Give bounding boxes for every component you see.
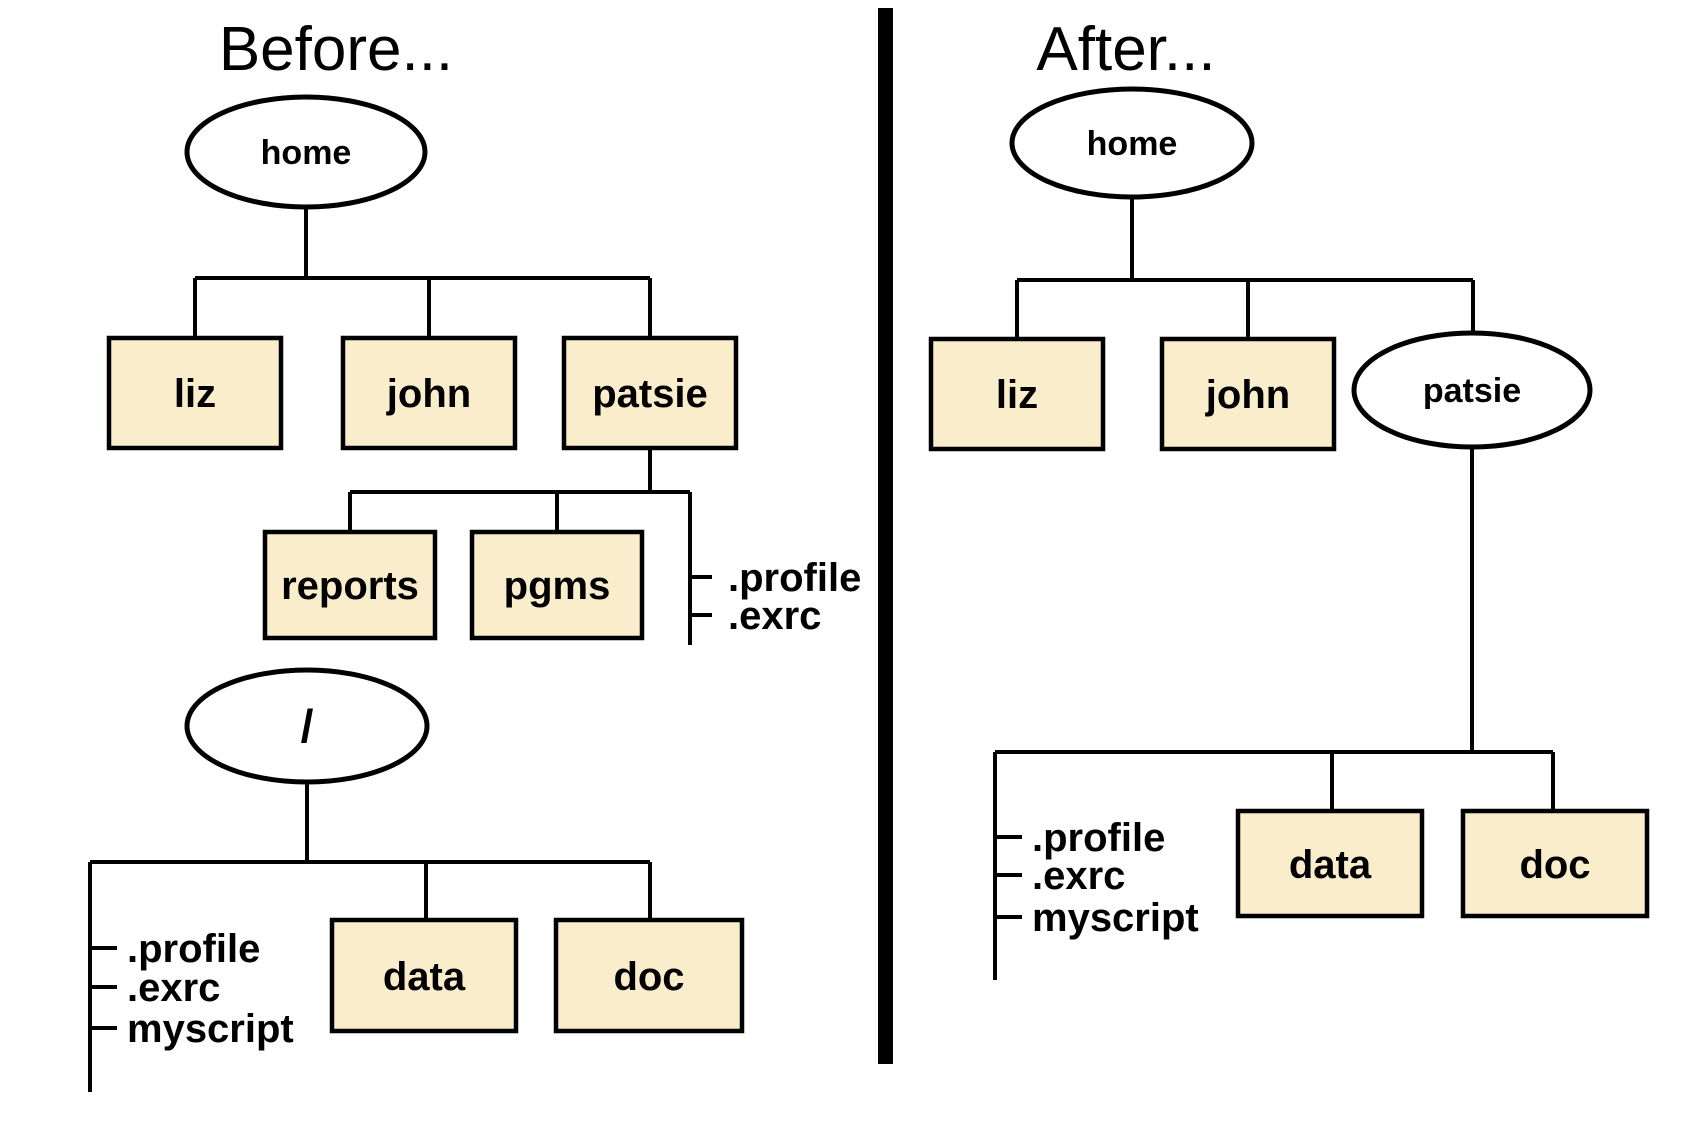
before-panel: Before... home <box>88 15 861 1092</box>
before-john-box <box>340 335 518 451</box>
after-john-node: john <box>1159 336 1337 452</box>
after-liz-node: liz <box>928 336 1106 452</box>
before-pgms-box <box>469 529 645 641</box>
after-patsie-node: patsie <box>1351 330 1593 450</box>
before-root-file-label-1: .exrc <box>127 966 220 1010</box>
before-liz-node: liz <box>106 335 284 451</box>
before-home-ellipse <box>184 94 428 210</box>
after-patsie-files: .profile .exrc myscript <box>1032 816 1199 940</box>
after-patsie-file-label-1: .exrc <box>1032 854 1125 898</box>
before-pgms-node: pgms <box>469 529 645 641</box>
after-patsie-file-label-2: myscript <box>1032 896 1199 940</box>
before-patsie-file-label-0: .profile <box>728 556 861 600</box>
before-patsie-node: patsie <box>561 335 739 451</box>
before-liz-box <box>106 335 284 451</box>
before-john-label: john <box>386 372 471 416</box>
before-root-file-label-0: .profile <box>127 927 260 971</box>
after-doc-label: doc <box>1519 843 1590 887</box>
after-panel: After... home liz <box>928 15 1650 980</box>
after-doc-box <box>1460 808 1650 919</box>
before-patsie-label: patsie <box>592 372 708 416</box>
before-pgms-label: pgms <box>504 564 611 608</box>
before-home-node: home <box>184 94 428 210</box>
before-liz-label: liz <box>174 372 216 416</box>
after-liz-box <box>928 336 1106 452</box>
before-data-label: data <box>383 955 466 999</box>
before-doc-node: doc <box>553 917 745 1034</box>
before-connectors <box>88 207 712 1092</box>
after-home-node: home <box>1009 86 1255 200</box>
before-root-ellipse <box>184 667 430 785</box>
before-home-label: home <box>261 134 352 172</box>
after-home-ellipse <box>1009 86 1255 200</box>
before-root-node: / <box>184 667 430 785</box>
before-title: Before... <box>219 15 453 84</box>
before-patsie-file-label-1: .exrc <box>728 594 821 638</box>
before-patsie-files: .profile .exrc <box>728 556 861 638</box>
after-title: After... <box>1036 15 1215 84</box>
after-data-node: data <box>1235 808 1425 919</box>
panel-divider <box>878 8 893 1064</box>
before-data-box <box>329 917 519 1034</box>
after-patsie-file-label-0: .profile <box>1032 816 1165 860</box>
before-root-file-label-2: myscript <box>127 1007 294 1051</box>
after-john-label: john <box>1205 373 1290 417</box>
before-patsie-box <box>561 335 739 451</box>
before-root-label: / <box>301 700 314 752</box>
before-doc-box <box>553 917 745 1034</box>
before-reports-node: reports <box>262 529 438 641</box>
before-root-files: .profile .exrc myscript <box>127 927 294 1051</box>
after-doc-node: doc <box>1460 808 1650 919</box>
after-patsie-ellipse <box>1351 330 1593 450</box>
after-patsie-label: patsie <box>1423 372 1521 410</box>
before-john-node: john <box>340 335 518 451</box>
before-reports-box <box>262 529 438 641</box>
after-liz-label: liz <box>996 373 1038 417</box>
after-connectors <box>993 197 1555 980</box>
after-home-label: home <box>1087 125 1178 163</box>
before-data-node: data <box>329 917 519 1034</box>
before-doc-label: doc <box>613 955 684 999</box>
after-data-label: data <box>1289 843 1372 887</box>
after-john-box <box>1159 336 1337 452</box>
after-data-box <box>1235 808 1425 919</box>
before-reports-label: reports <box>281 564 419 608</box>
